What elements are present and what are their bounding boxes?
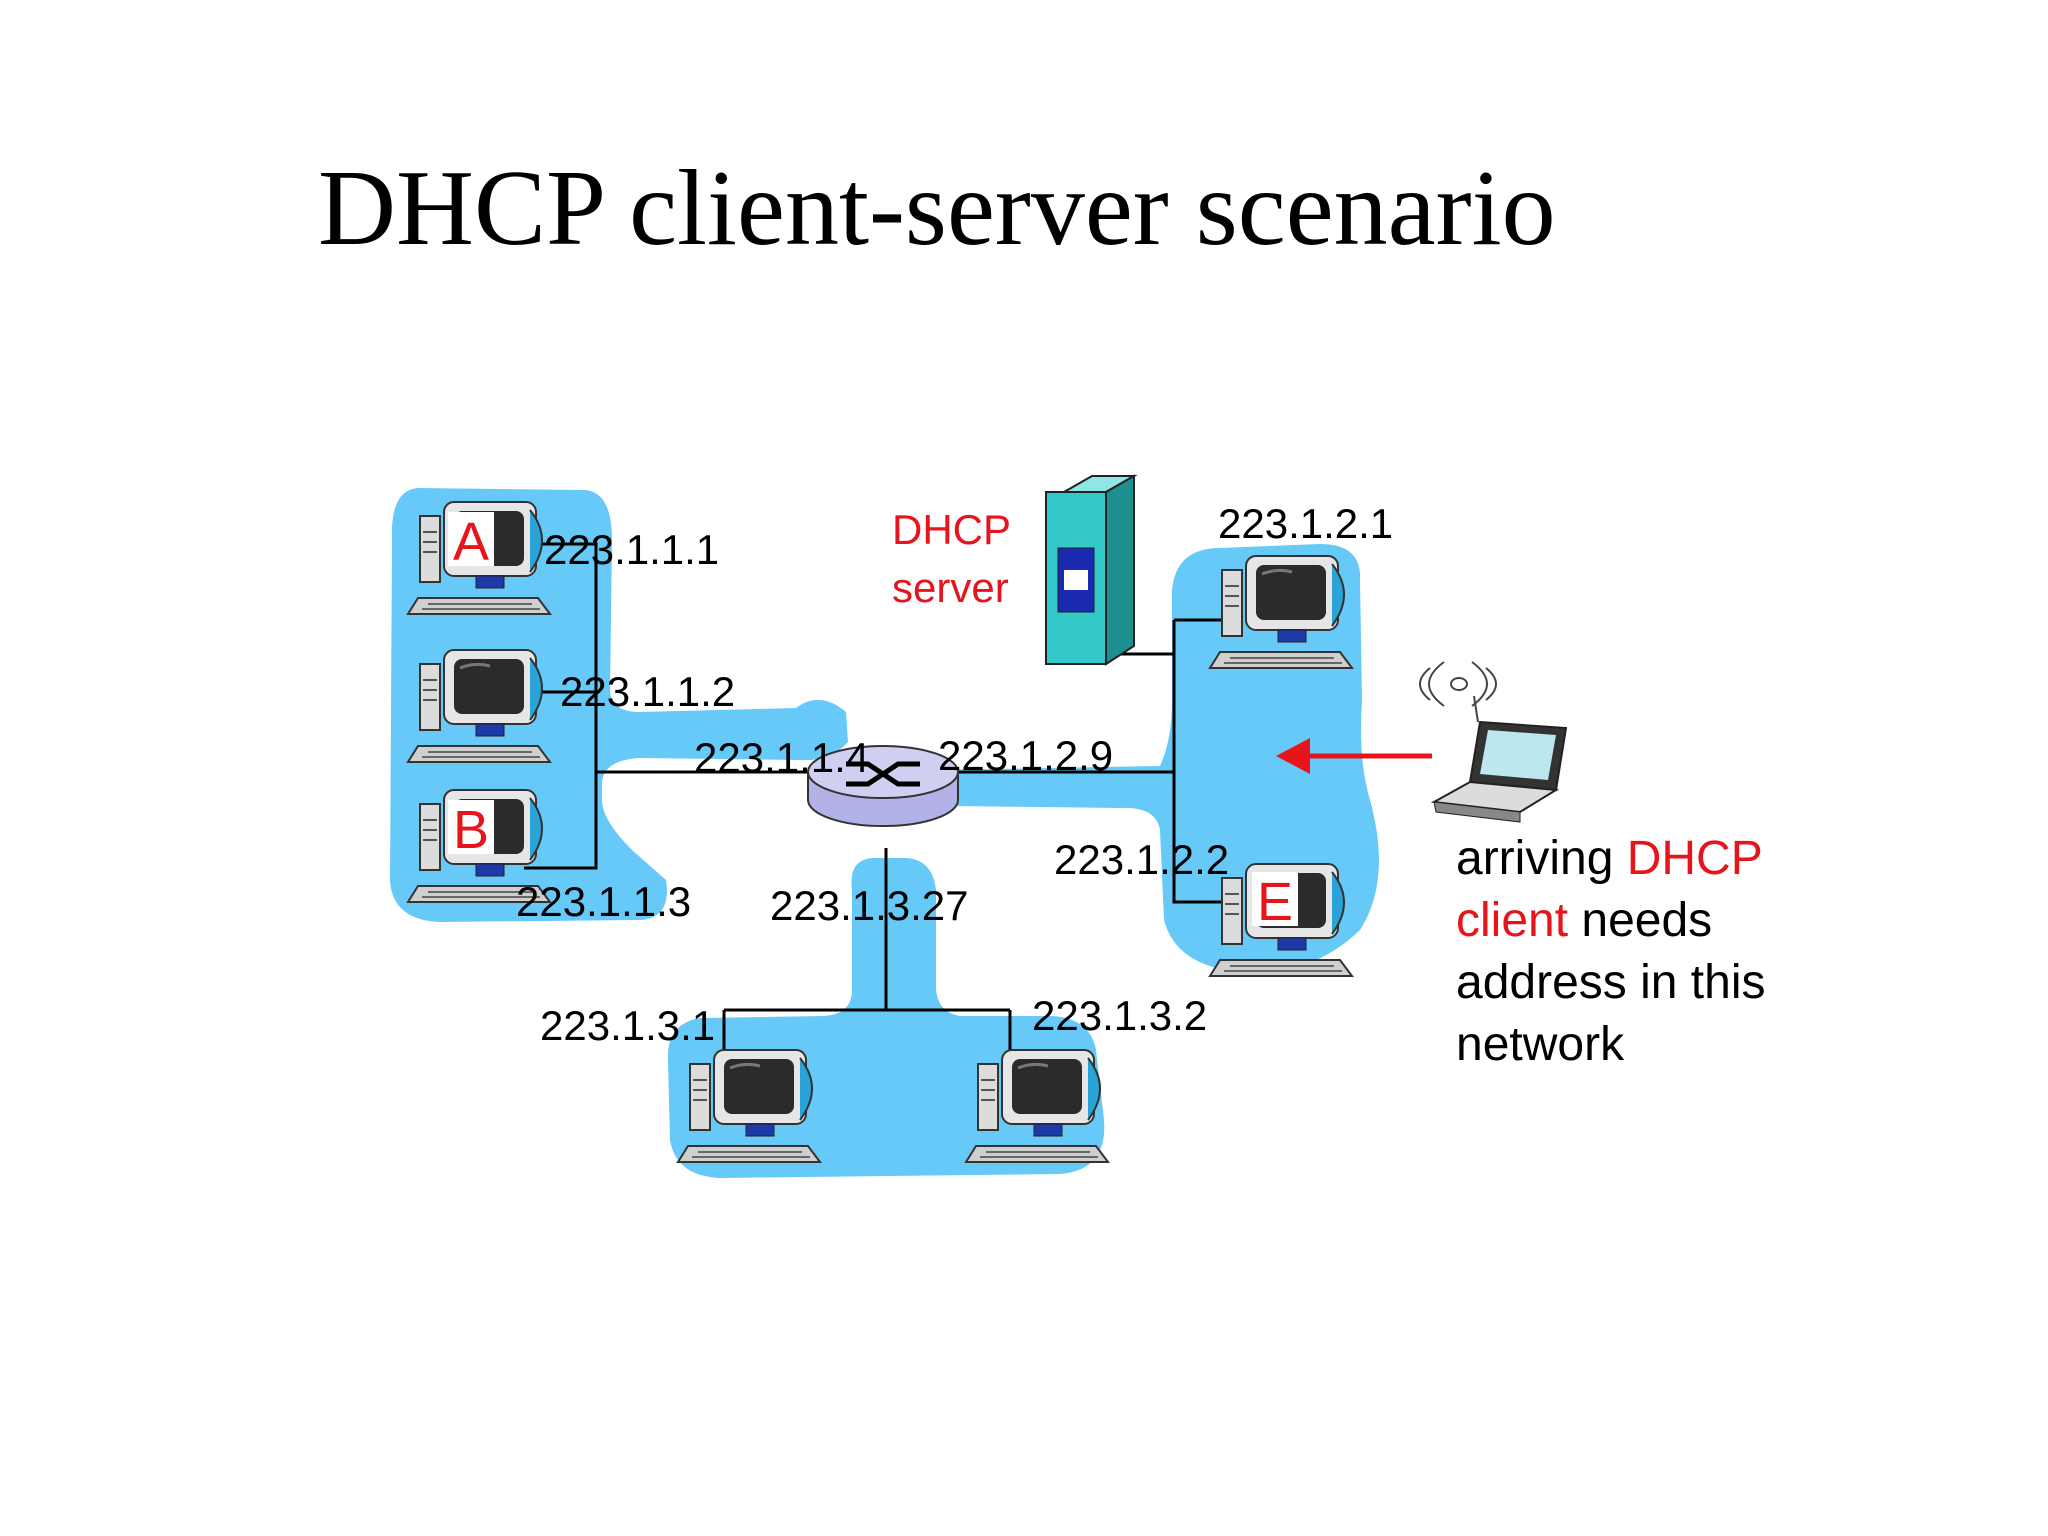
host-a[interactable]: A xyxy=(406,500,552,616)
arrival-arrow xyxy=(1276,738,1432,774)
ip-label: 223.1.2.9 xyxy=(938,732,1113,779)
note-text: address in this xyxy=(1456,956,1766,1009)
ip-label: 223.1.2.2 xyxy=(1054,836,1229,883)
server-label-line2: server xyxy=(892,564,1009,611)
note-text: network xyxy=(1456,1018,1625,1071)
arriving-client-note: arriving DHCP client needs address in th… xyxy=(1456,828,1766,1076)
server-icon[interactable] xyxy=(1045,474,1138,666)
ip-label: 223.1.1.2 xyxy=(560,668,735,715)
note-text: arriving xyxy=(1456,832,1627,885)
ip-label: 223.1.3.2 xyxy=(1032,992,1207,1039)
note-text-highlight: DHCP xyxy=(1626,832,1763,885)
host-223-1-3-2[interactable] xyxy=(964,1048,1110,1164)
note-text-highlight: client xyxy=(1456,894,1569,947)
server-label-line1: DHCP xyxy=(892,506,1011,553)
ip-label: 223.1.1.3 xyxy=(516,878,691,925)
ip-label: 223.1.1.4 xyxy=(694,734,869,781)
host-223-1-2-1[interactable] xyxy=(1208,554,1354,670)
router-icon[interactable] xyxy=(807,745,959,827)
host-e[interactable]: E xyxy=(1208,862,1354,978)
host-label-e: E xyxy=(1257,872,1293,932)
ip-label: 223.1.1.1 xyxy=(544,526,719,573)
host-label-a: A xyxy=(453,512,489,572)
note-text: needs xyxy=(1568,894,1713,947)
host-b[interactable]: B xyxy=(406,788,552,904)
network-links xyxy=(524,542,1226,1060)
wireless-laptop-icon[interactable] xyxy=(1419,661,1568,823)
ip-label: 223.1.3.27 xyxy=(770,882,969,929)
host-223-1-3-1[interactable] xyxy=(676,1048,822,1164)
host-223-1-1-2[interactable] xyxy=(406,648,552,764)
page-title: DHCP client-server scenario xyxy=(318,149,1556,268)
ip-label: 223.1.3.1 xyxy=(540,1002,715,1049)
host-label-b: B xyxy=(453,800,489,860)
ip-label: 223.1.2.1 xyxy=(1218,500,1393,547)
